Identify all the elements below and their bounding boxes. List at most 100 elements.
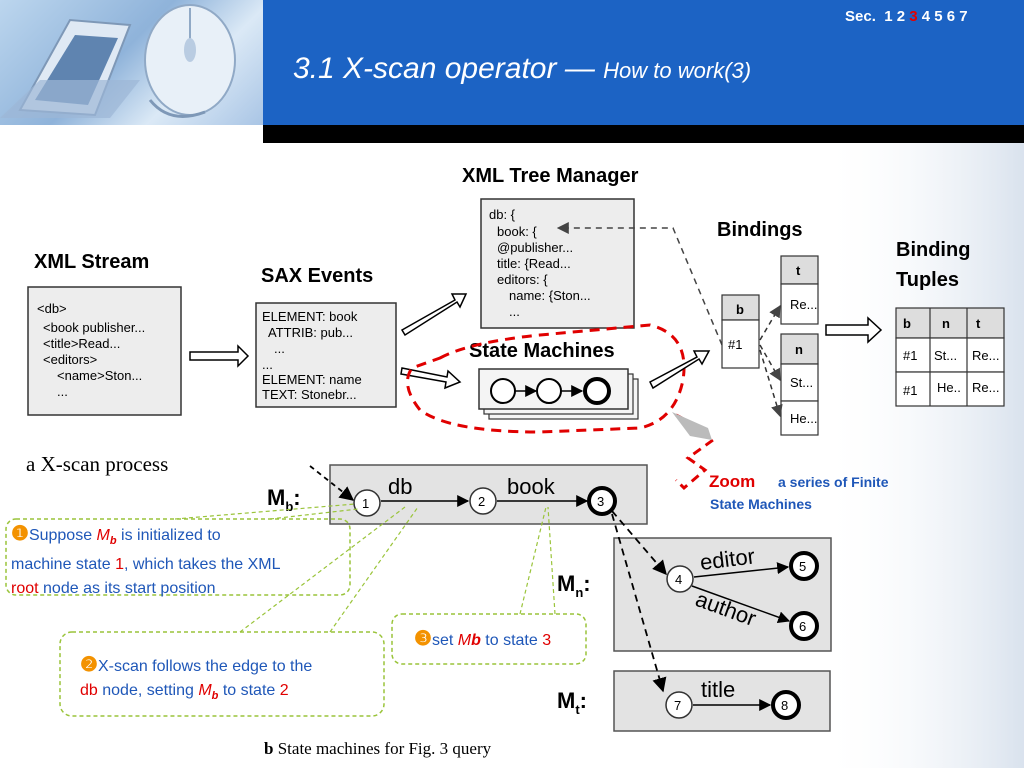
bindings-b-value: #1 — [728, 337, 742, 352]
tree-line: editors: { — [497, 272, 548, 287]
annotation-2-text: to state — [218, 682, 280, 699]
bind-link-n1 — [759, 344, 781, 382]
callout-2-pointer — [329, 506, 419, 633]
zoom-text-2: State Machines — [710, 496, 812, 512]
tuples-row-1 — [895, 337, 1005, 373]
stream-line: <name>Ston... — [57, 368, 142, 383]
annotation-1-number: ❶ — [11, 523, 29, 545]
bindings-t-value: Re... — [790, 297, 817, 312]
callout-3-box — [391, 613, 587, 665]
arrow-sax-tree — [400, 293, 468, 337]
tuples-cell: Re... — [972, 380, 999, 395]
tree-box — [480, 198, 635, 329]
sax-box — [255, 302, 397, 408]
tuples-title-1: Binding — [896, 239, 970, 261]
bindings-t-cell — [780, 283, 819, 325]
annotation-2-machine-sub: b — [211, 690, 219, 703]
annotation-1-machine-sub: b — [109, 535, 117, 548]
annotation-1-root: root — [11, 580, 39, 598]
annotation-2-machine: M — [198, 682, 212, 699]
bindings-b-cell — [721, 319, 760, 369]
callout-1-pointer — [269, 508, 359, 520]
annotation-3-text: to state — [480, 632, 543, 649]
link-3-to-7 — [611, 513, 667, 693]
mn-label: Mn: — [557, 571, 591, 600]
edge-title-label: title — [701, 677, 735, 702]
bindings-n-value-1: St... — [790, 375, 813, 390]
annotation-1: ❶Suppose Mb is initialized to machine st… — [11, 522, 353, 601]
sax-line: ELEMENT: name — [262, 372, 362, 387]
annotation-1-text: Suppose — [28, 527, 97, 544]
annotation-3-machine-sub: b — [471, 632, 481, 649]
annotation-3-text: set — [431, 632, 458, 649]
bindings-b-head-text: b — [736, 302, 744, 317]
tuples-row-2 — [895, 371, 1005, 407]
tuples-cell: He.. — [937, 380, 961, 395]
state-6-label: 6 — [799, 619, 806, 634]
sec-current[interactable]: 3 — [909, 8, 918, 25]
tuples-head-n: n — [942, 316, 950, 331]
stream-line: <title>Read... — [43, 336, 120, 351]
state-8-label: 8 — [781, 698, 788, 713]
callout-1-pointer — [174, 503, 356, 520]
mb-start-arrow — [309, 465, 355, 501]
title-sub: How to work(3) — [603, 58, 752, 83]
stream-line: <editors> — [43, 352, 97, 367]
bind-link-t — [759, 304, 781, 341]
caption-b: b State machines for Fig. 3 query — [264, 739, 492, 758]
arrow-sm-bindings — [649, 350, 711, 390]
tree-line: name: {Ston... — [509, 288, 591, 303]
edge-author — [691, 585, 791, 623]
bindings-n-value-2: He... — [790, 411, 817, 426]
state-7 — [665, 691, 693, 719]
annotation-1-machine: M — [96, 527, 110, 544]
tuples-cell: St... — [934, 348, 957, 363]
annotation-2: ❷X-scan follows the edge to the db node,… — [80, 653, 385, 708]
annotation-1-text: node as its start position — [38, 580, 216, 598]
background-silhouette — [820, 143, 1024, 768]
sm-title: State Machines — [469, 340, 615, 362]
state-4 — [666, 565, 694, 593]
arrow-bindings-tuples — [825, 316, 883, 344]
edge-db-label: db — [388, 474, 412, 499]
state-6 — [789, 611, 819, 641]
annotation-2-value: 2 — [279, 682, 289, 699]
annotation-3: ❸set Mb to state 3 — [414, 627, 588, 653]
sec-prefix: Sec. — [845, 8, 876, 25]
edge-book-label: book — [507, 474, 556, 499]
state-3-label: 3 — [597, 494, 604, 509]
annotation-3-number: ❸ — [414, 628, 432, 650]
arrow-bind-tree — [556, 222, 723, 346]
zoom-connector-shadow — [672, 412, 712, 440]
tree-title: XML Tree Manager — [462, 165, 639, 187]
annotation-1-text: machine state — [11, 556, 116, 574]
tree-line: ... — [509, 304, 520, 319]
bindings-t-header — [780, 255, 819, 285]
tuples-header-row — [895, 307, 1005, 339]
state-7-label: 7 — [674, 698, 681, 713]
sec-after[interactable]: 4 5 6 7 — [921, 8, 968, 25]
title-main: 3.1 X-scan operator — — [293, 52, 595, 85]
annotation-1-text: is initialized to — [116, 527, 221, 544]
sec-before[interactable]: 1 2 — [884, 8, 906, 25]
bind-link-n2 — [759, 349, 783, 418]
bindings-title: Bindings — [717, 219, 803, 241]
zoom-word: Zoom — [709, 472, 755, 491]
stream-box — [27, 286, 182, 416]
bindings-t-head-text: t — [796, 263, 801, 278]
mt-label: Mt: — [557, 688, 587, 717]
sm-highlight-outline — [406, 323, 686, 434]
callout-3-pointer — [547, 506, 556, 615]
sax-line: ... — [262, 357, 273, 372]
sax-title: SAX Events — [261, 265, 373, 287]
state-5 — [789, 551, 819, 581]
stream-line: ... — [57, 384, 68, 399]
callout-3-pointer — [519, 506, 547, 615]
state-2-label: 2 — [478, 494, 485, 509]
state-8 — [771, 690, 801, 720]
tree-line: title: {Read... — [497, 256, 571, 271]
state-4-label: 4 — [675, 572, 682, 587]
annotation-2-text: node, setting — [97, 682, 199, 699]
sm-mini-state-1 — [490, 378, 516, 404]
header-photo — [0, 0, 263, 125]
